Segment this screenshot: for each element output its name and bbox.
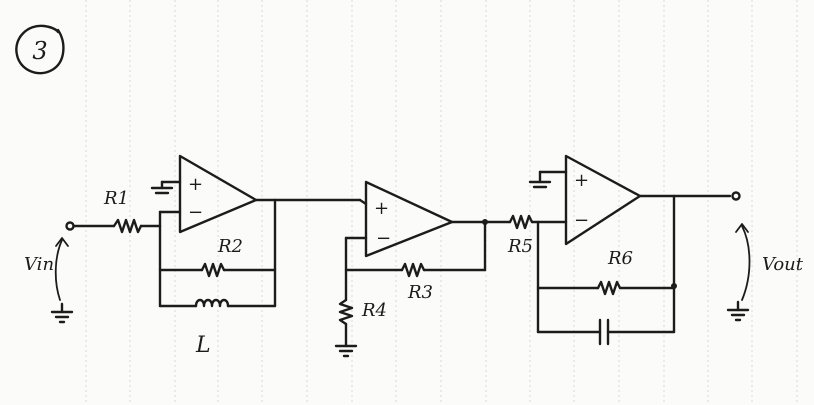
problem-number: 3 — [32, 37, 47, 65]
r5-label: R5 — [507, 236, 533, 257]
r4-label: R4 — [361, 300, 387, 321]
opamp3-plus: + — [574, 170, 589, 191]
opamp-3: + − — [564, 154, 642, 246]
opamp1-plus: + — [188, 174, 203, 195]
inductor-l — [158, 298, 277, 308]
resistor-r2 — [158, 262, 277, 278]
opamp1-ground-icon — [150, 180, 182, 195]
r3-label: R3 — [407, 282, 433, 303]
output-terminal — [731, 191, 741, 201]
vin-arrow — [54, 237, 69, 301]
r4-ground-icon — [334, 344, 358, 358]
vout-arrow — [735, 223, 751, 301]
opamp2-minus: − — [376, 228, 391, 249]
output-ground-icon — [726, 300, 750, 322]
problem-number-badge: 3 — [15, 24, 65, 75]
resistor-r3 — [344, 262, 487, 278]
vin-label: Vin — [24, 254, 54, 275]
opamp2-plus: + — [374, 198, 389, 219]
opamp-2: + − — [364, 180, 454, 258]
resistor-r1 — [112, 218, 162, 234]
r1-label: R1 — [103, 188, 129, 209]
opamp-1: + − — [178, 154, 258, 234]
l-label: L — [195, 333, 211, 358]
r2-label: R2 — [217, 236, 243, 257]
vout-label: Vout — [762, 254, 804, 275]
opamp2-noninverting-wire — [358, 198, 368, 206]
r6-label: R6 — [607, 248, 633, 269]
input-terminal — [65, 221, 116, 231]
capacitor-c — [536, 318, 676, 346]
resistor-r4 — [338, 298, 354, 348]
input-ground-icon — [50, 302, 74, 324]
opamp3-minus: − — [574, 210, 589, 231]
opamp1-minus: − — [188, 202, 203, 223]
resistor-r6 — [536, 280, 676, 296]
opamp3-ground-icon — [528, 170, 568, 189]
